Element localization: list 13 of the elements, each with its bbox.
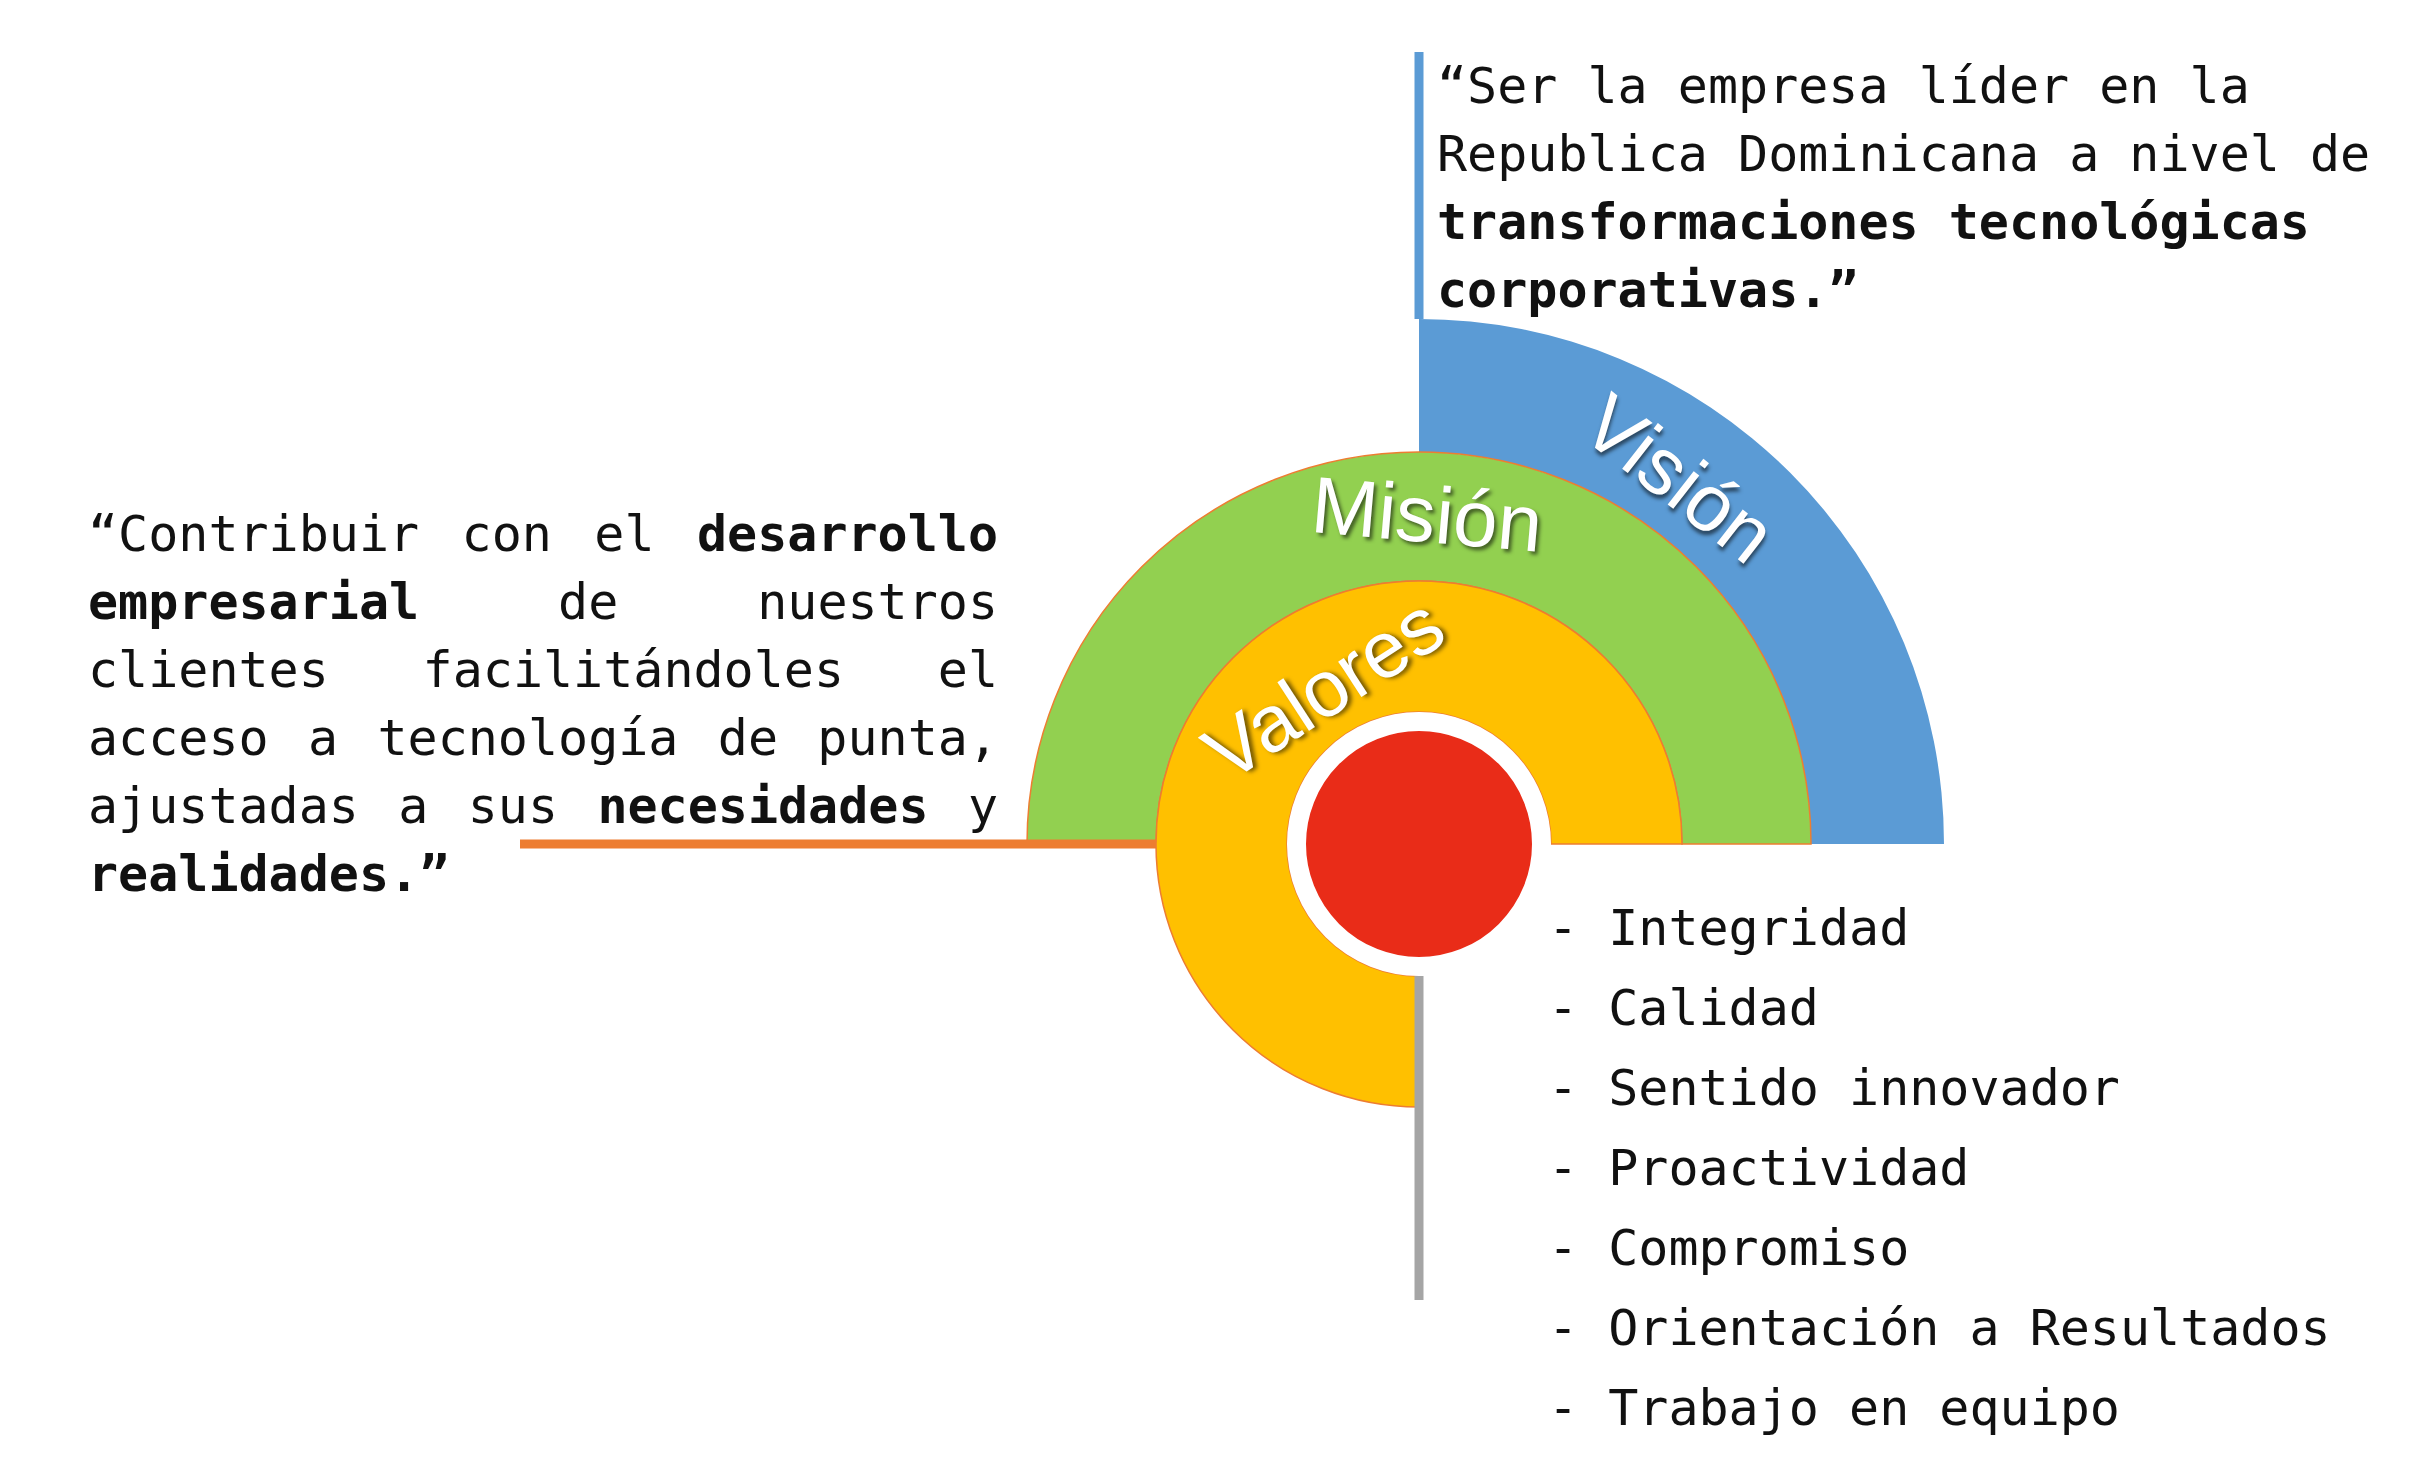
list-item: - Sentido innovador <box>1548 1058 2120 1119</box>
list-item: - Trabajo en equipo <box>1548 1378 2120 1439</box>
leader-line <box>1414 52 1424 319</box>
list-item: - Integridad <box>1548 898 1910 959</box>
leader-line <box>520 839 1156 849</box>
band-label: Misión <box>1308 465 1546 565</box>
mission-statement: “Contribuir con el desarrollo empresarial de nuestros clientes facilitándoles el acceso a tecnología de punta, ajustadas a sus necesidades y realidades.” <box>88 504 998 905</box>
list-item: - Proactividad <box>1548 1138 1970 1199</box>
leader-line <box>1414 976 1424 1300</box>
vision-statement: “Ser la empresa líder en la Republica Dominicana a nivel de transformaciones tecnológicas corporativas.” <box>1437 56 2372 321</box>
list-item: - Compromiso <box>1548 1218 1910 1279</box>
list-item: - Orientación a Resultados <box>1548 1298 2331 1359</box>
list-item: - Calidad <box>1548 978 1819 1039</box>
